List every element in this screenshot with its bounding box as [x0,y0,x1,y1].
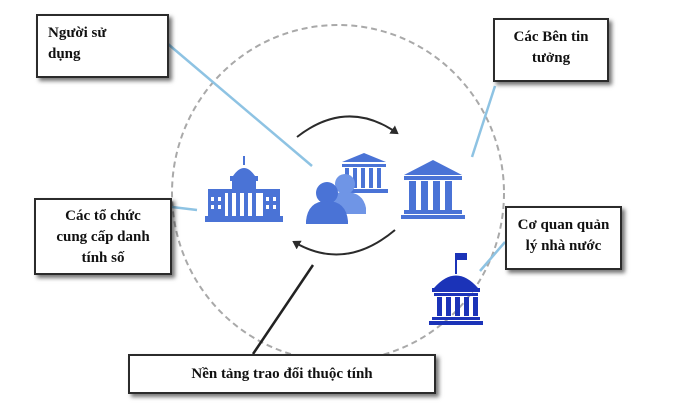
node-attribute-platform: Nền tảng trao đổi thuộc tính [128,354,436,394]
node-relying-parties-label: Các Bên tin tưởng [513,29,589,66]
connector-user [167,43,313,167]
connector-relying-parties [470,85,497,158]
node-government-agency-label: Cơ quan quản lý nhà nước [517,217,610,254]
users-with-bank-icon [306,153,388,224]
node-relying-parties: Các Bên tin tưởng [493,18,609,82]
node-identity-providers-label: Các tổ chức cung cấp danh tính số [56,208,150,266]
connector-identity-providers [171,205,198,212]
bank-icon [401,160,465,219]
node-user: Người sử dụng [36,14,169,78]
circular-arrows-icon [292,115,399,256]
node-attribute-platform-label: Nền tảng trao đổi thuộc tính [191,365,373,382]
node-identity-providers: Các tổ chức cung cấp danh tính số [34,198,172,275]
node-government-agency: Cơ quan quản lý nhà nước [505,206,622,270]
flag-building-icon [429,253,483,325]
node-user-label: Người sử dụng [48,25,107,62]
capitol-building-icon [205,156,283,222]
connector-government [479,241,506,272]
connector-platform [251,264,315,355]
